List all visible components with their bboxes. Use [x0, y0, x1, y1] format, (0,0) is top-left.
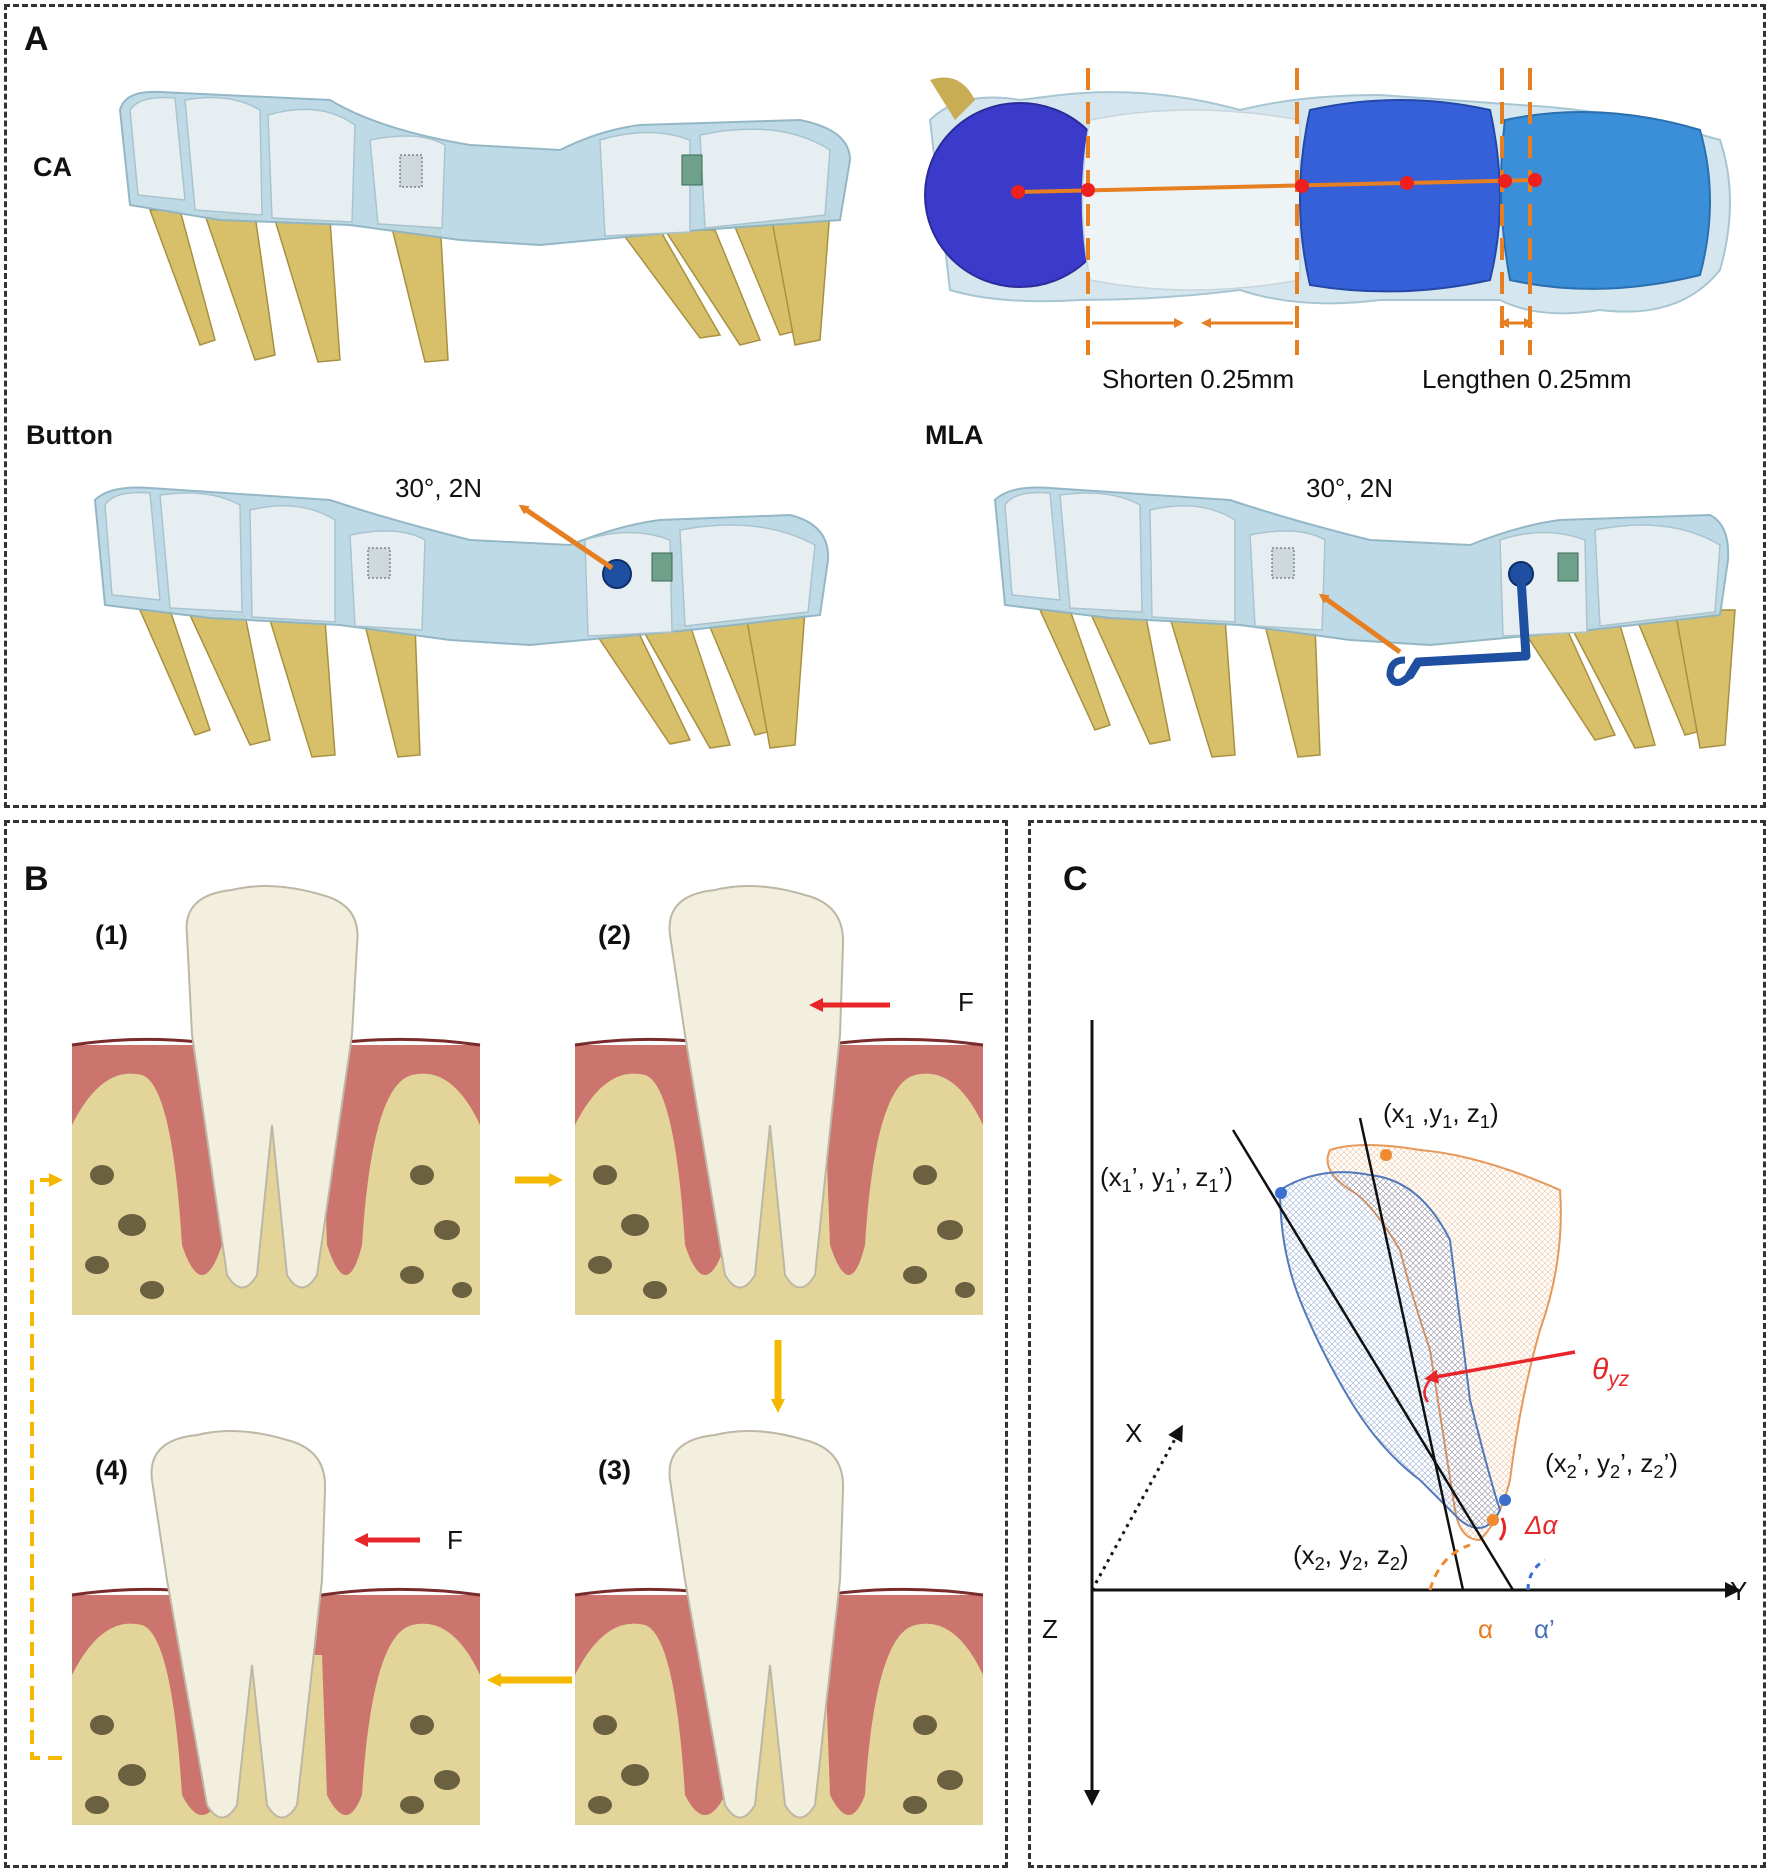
button-label: Button: [26, 420, 113, 450]
force-label-4: F: [447, 1525, 463, 1555]
panel-b-frame: [4, 820, 1008, 1868]
lengthen-label: Lengthen 0.25mm: [1422, 364, 1632, 394]
point-2-label: (x2, y2, z2): [1293, 1540, 1409, 1575]
tooth-stage-2: [574, 885, 984, 1315]
tooth-stage-3: [574, 1430, 984, 1825]
step-2-label: (2): [598, 920, 631, 950]
step-3-label: (3): [598, 1455, 631, 1485]
panel-a-letter: A: [24, 20, 49, 58]
button-force-label: 30°, 2N: [395, 473, 483, 503]
panel-c-letter: C: [1063, 860, 1088, 898]
mla-force-label: 30°, 2N: [1306, 473, 1394, 503]
coordinate-diagram: [1084, 1020, 1741, 1806]
tooth-stage-4: [71, 1430, 481, 1825]
axis-y-label: Y: [1730, 1576, 1748, 1606]
force-label-2: F: [958, 987, 974, 1017]
button-arch-model: [93, 486, 830, 758]
alpha-prime-label: α’: [1534, 1614, 1555, 1644]
step-4-label: (4): [95, 1455, 128, 1485]
shorten-label: Shorten 0.25mm: [1102, 364, 1295, 394]
point-2-prime-label: (x2’, y2’, z2’): [1545, 1448, 1678, 1483]
occlusal-view: [924, 68, 1731, 355]
tooth-stage-1: [71, 885, 481, 1315]
point-1-label: (x1 ,y1, z1): [1383, 1098, 1499, 1133]
alpha-label: α: [1478, 1614, 1494, 1644]
step-1-label: (1): [95, 920, 128, 950]
axis-z-label: Z: [1042, 1614, 1058, 1644]
ca-arch-model: [118, 90, 852, 363]
panel-b-letter: B: [24, 860, 49, 898]
point-1-prime-label: (x1’, y1’, z1’): [1100, 1162, 1233, 1197]
mla-arch-model: [993, 486, 1736, 758]
axis-x-label: X: [1125, 1418, 1143, 1448]
mla-label: MLA: [925, 420, 984, 450]
panel-a-frame: [4, 4, 1766, 808]
theta-yz-label: θyz: [1592, 1353, 1630, 1391]
panel-c-frame: [1028, 820, 1766, 1868]
ca-label: CA: [33, 152, 72, 182]
delta-alpha-label: Δα: [1525, 1510, 1558, 1540]
flow-arrows: [30, 1173, 785, 1760]
